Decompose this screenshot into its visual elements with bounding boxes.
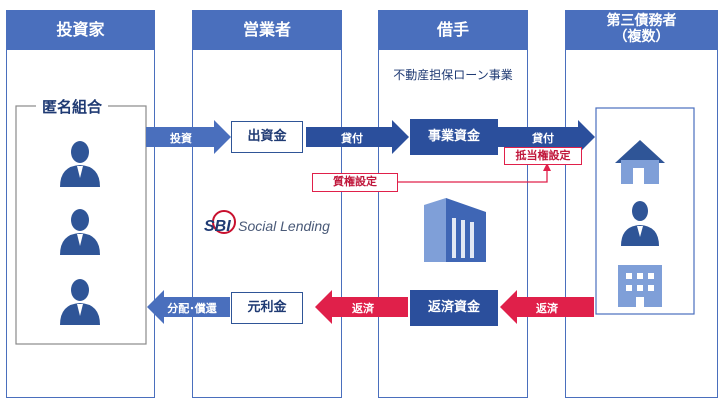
pledge-line [398, 170, 548, 183]
person-icon [60, 279, 100, 325]
distribute-arrow [147, 290, 230, 324]
lend-arrow-2 [498, 120, 595, 154]
investor-group-label: 匿名組合 [36, 96, 109, 117]
logo-mark-text: SBI [204, 218, 231, 235]
column-title: 借手 [436, 20, 469, 39]
repayment-funds-box: 返済資金 [410, 290, 498, 326]
principal-interest-box: 元利金 [231, 292, 303, 324]
lend-arrow-1 [306, 120, 409, 154]
repay-arrow-1-label: 返済 [536, 301, 559, 315]
capital-box: 出資金 [231, 121, 303, 153]
third-party-frame [595, 107, 695, 315]
person-icon [60, 209, 100, 255]
pledge-label: 質権設定 [312, 173, 398, 192]
column-investor [6, 10, 155, 398]
column-header-borrower: 借手 [378, 10, 528, 50]
column-title: 第三債務者 [606, 13, 677, 29]
sbi-logo-mark [212, 210, 236, 234]
column-header-investor: 投資家 [6, 10, 155, 50]
column-operator [192, 10, 342, 398]
invest-arrow [146, 120, 231, 154]
person-icon [60, 141, 100, 187]
lend-arrow-1-label: 貸付 [340, 131, 363, 145]
column-title: 営業者 [242, 20, 291, 39]
sbi-logo: SBI Social Lending [204, 218, 344, 240]
house-icon [615, 140, 665, 184]
repay-arrow-2 [315, 290, 408, 324]
column-subtitle: （複数） [613, 29, 670, 45]
logo-text: Social Lending [238, 218, 330, 234]
mortgage-label: 抵当権設定 [504, 147, 582, 165]
business-label: 不動産担保ローン事業 [393, 68, 513, 82]
person-icon [621, 201, 659, 246]
column-header-operator: 営業者 [192, 10, 342, 50]
distribute-arrow-label: 分配･償還 [167, 301, 217, 315]
invest-arrow-label: 投資 [170, 131, 192, 145]
pledge-arrowhead [543, 163, 551, 171]
repay-arrow-2-label: 返済 [352, 301, 375, 315]
repay-arrow-1 [500, 290, 594, 324]
office-tower-icon [424, 198, 486, 262]
business-funds-box: 事業資金 [410, 119, 498, 155]
column-header-third-party: 第三債務者 （複数） [565, 10, 718, 50]
lend-arrow-2-label: 貸付 [531, 131, 554, 145]
building-icon [618, 265, 662, 307]
column-title: 投資家 [56, 20, 105, 39]
